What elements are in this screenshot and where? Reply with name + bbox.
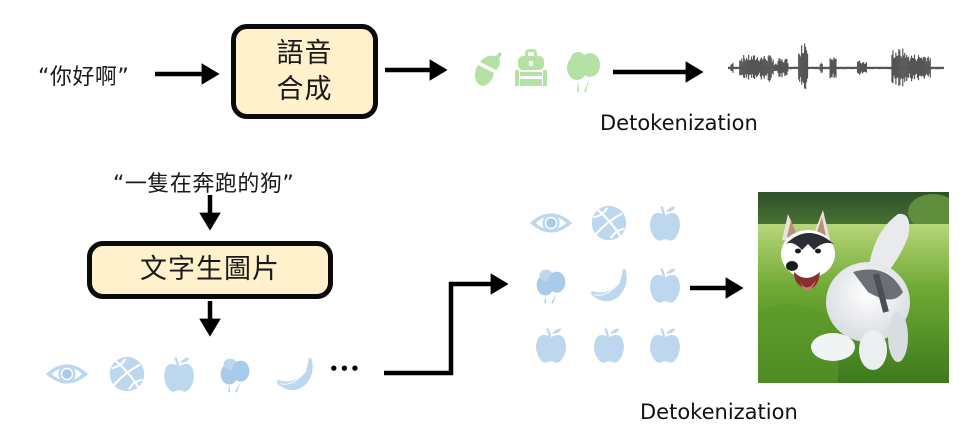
tts-input-text: “你好啊” (38, 65, 130, 90)
apple-icon (650, 268, 680, 303)
acorn-icon (475, 52, 502, 86)
balloons-icon (536, 269, 566, 304)
eye-icon (529, 213, 573, 233)
apple-icon (164, 357, 194, 392)
t2i-box-line-1: 文字生圖片 (140, 254, 280, 285)
husky-running-on-grass-photo (758, 192, 949, 383)
basketball-icon (109, 356, 145, 392)
apple-icon (536, 328, 566, 363)
balloons-icon (567, 52, 600, 92)
elbow-arrow-tokens-to-grid (384, 273, 509, 376)
basketball-icon (591, 205, 627, 241)
apple-icon (650, 328, 680, 363)
apple-icon (650, 206, 680, 241)
eye-icon (45, 364, 89, 384)
balloons-icon (220, 358, 250, 393)
tts-box-line-1: 語音 (276, 37, 333, 69)
t2i-detokenization-label: Detokenization (640, 400, 798, 424)
tts-detokenization-label: Detokenization (600, 111, 758, 135)
t2i-process-box: 文字生圖片 (87, 241, 333, 299)
apple-icon (594, 328, 624, 363)
tts-box-line-2: 合成 (276, 73, 333, 105)
banana-icon (591, 268, 627, 302)
tts-process-box: 語音 合成 (231, 24, 378, 119)
backpack-icon (515, 49, 547, 86)
ellipsis: ••• (329, 360, 361, 378)
audio-waveform (728, 43, 944, 89)
t2i-input-text: “一隻在奔跑的狗” (113, 172, 295, 197)
banana-icon (277, 357, 313, 391)
